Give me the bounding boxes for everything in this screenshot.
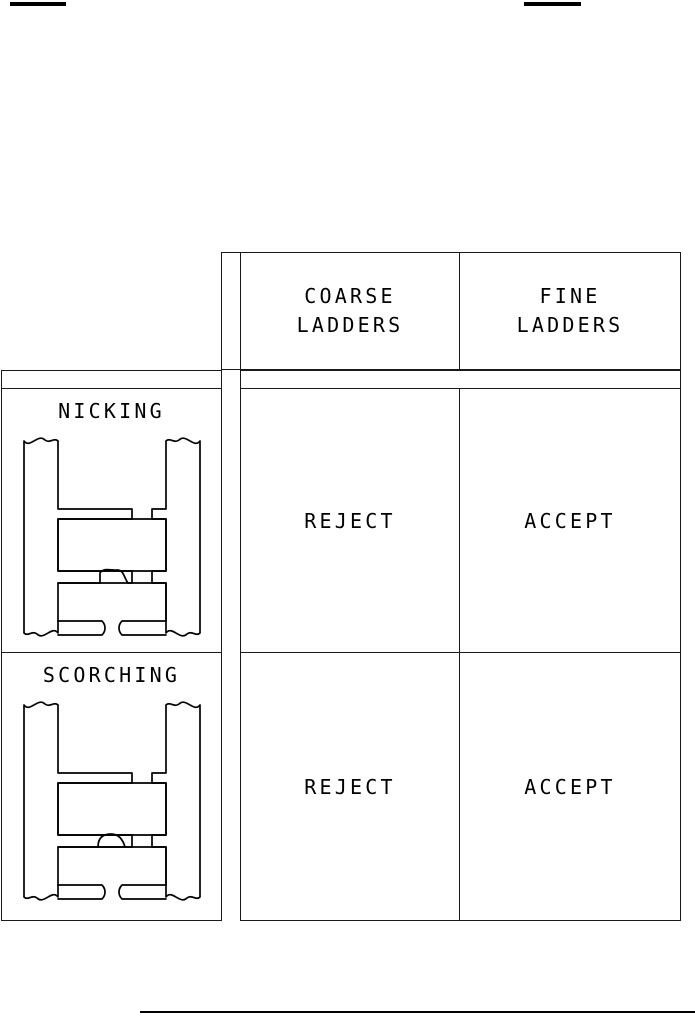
column-header-coarse-label: COARSE LADDERS bbox=[296, 284, 404, 337]
cell-nicking-fine: ACCEPT bbox=[459, 388, 681, 653]
top-rule-left bbox=[10, 2, 66, 6]
verdict-nicking-coarse: REJECT bbox=[304, 508, 396, 533]
row-header-scorching: SCORCHING bbox=[1, 652, 222, 921]
row-header-scorching-label: SCORCHING bbox=[42, 663, 181, 687]
cell-nicking-coarse: REJECT bbox=[240, 388, 460, 653]
nicking-diagram bbox=[14, 431, 210, 643]
verdict-nicking-fine: ACCEPT bbox=[524, 508, 616, 533]
table-spacer-left bbox=[1, 370, 222, 389]
table-header-stub bbox=[221, 252, 241, 370]
table-spacer-right bbox=[240, 370, 681, 389]
cell-scorching-fine: ACCEPT bbox=[459, 652, 681, 921]
verdict-scorching-fine: ACCEPT bbox=[524, 774, 616, 799]
cell-scorching-coarse: REJECT bbox=[240, 652, 460, 921]
column-header-coarse-ladders: COARSE LADDERS bbox=[240, 252, 460, 370]
row-header-nicking-label: NICKING bbox=[58, 399, 165, 423]
scorching-diagram bbox=[14, 695, 210, 907]
verdict-scorching-coarse: REJECT bbox=[304, 774, 396, 799]
bottom-rule bbox=[140, 1011, 695, 1013]
top-rule-right bbox=[524, 2, 581, 6]
column-header-fine-label: FINE LADDERS bbox=[516, 284, 624, 337]
column-header-fine-ladders: FINE LADDERS bbox=[459, 252, 681, 370]
row-header-nicking: NICKING bbox=[1, 388, 222, 653]
